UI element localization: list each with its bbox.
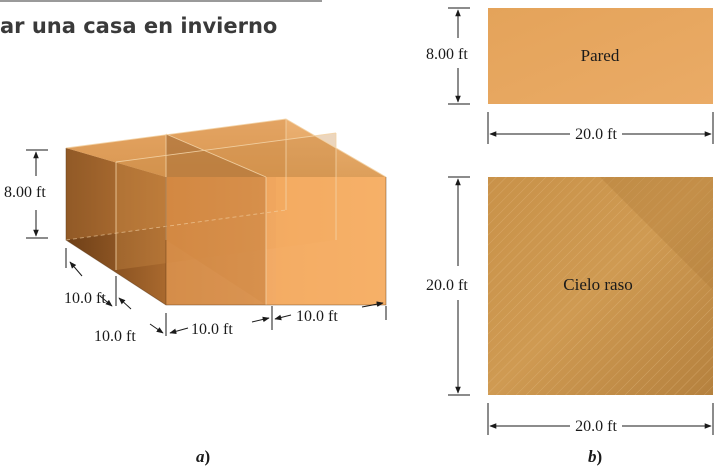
ceiling-width-label: 20.0 ft [575,418,617,435]
ceiling-panel: Cielo raso 20.0 ft 20.0 ft [426,176,714,435]
title-rule [0,0,322,2]
caption-b-paren: ) [597,447,603,466]
house-front-highlight [276,177,386,305]
house-width-dimensions: 10.0 ft 10.0 ft [169,301,387,338]
house-height-label: 8.00 ft [4,184,46,201]
ceiling-name: Cielo raso [563,275,632,294]
wall-panel: Pared 8.00 ft 20.0 ft [426,7,714,144]
house-front-shade [166,177,266,305]
caption-a: a) [196,447,210,466]
house-depth-label-1: 10.0 ft [64,290,106,307]
ceiling-height-label: 20.0 ft [426,277,468,294]
wall-name: Pared [581,46,620,65]
wall-width-label: 20.0 ft [575,126,617,143]
caption-b-letter: b [588,447,597,466]
caption-b: b) [588,447,602,466]
wall-height-label: 8.00 ft [426,46,468,63]
house-width-label-2: 10.0 ft [296,308,338,325]
house-width-label-1: 10.0 ft [191,321,233,338]
caption-a-paren: ) [205,447,211,466]
caption-a-letter: a [196,447,205,466]
page-title: ar una casa en invierno [0,14,278,38]
house-depth-dimensions: 10.0 ft 10.0 ft [64,248,167,345]
house-height-dimension: 8.00 ft [4,149,48,239]
house-3d [65,118,387,306]
ceiling-texture [488,177,713,395]
house-depth-label-2: 10.0 ft [94,328,136,345]
house-top-face [66,119,386,177]
wall-rectangle [488,8,713,104]
